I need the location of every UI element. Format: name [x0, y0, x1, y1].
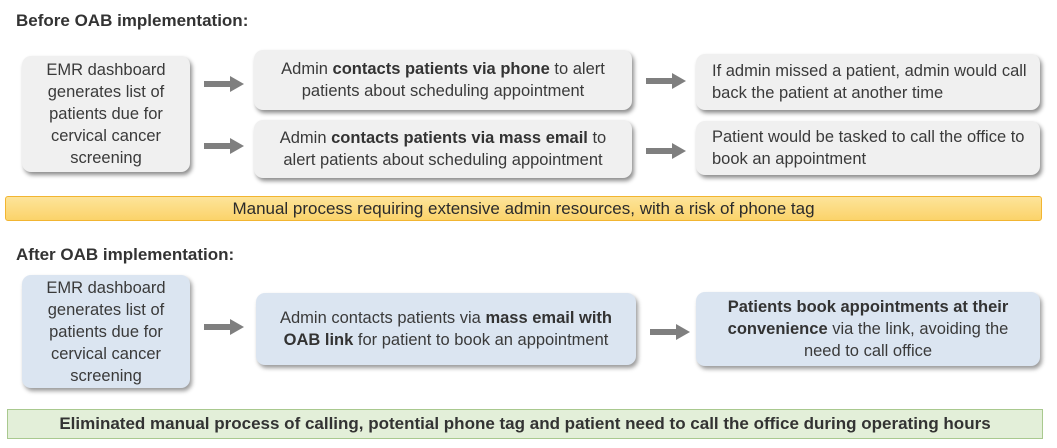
before-email-outcome-text: Patient would be tasked to call the offi… [712, 128, 1025, 168]
before-emr-dashboard-box: EMR dashboard generates list of patients… [22, 56, 190, 172]
before-email-outcome-box: Patient would be tasked to call the offi… [696, 121, 1040, 175]
before-phone-contact-text: Admin contacts patients via phone to ale… [281, 60, 605, 100]
after-heading: After OAB implementation: [16, 245, 235, 264]
arrow-icon [646, 143, 686, 159]
before-phone-outcome-text: If admin missed a patient, admin would c… [712, 62, 1027, 102]
before-emr-dashboard-text: EMR dashboard generates list of patients… [46, 61, 166, 167]
after-emr-dashboard-box: EMR dashboard generates list of patients… [22, 275, 190, 388]
before-phone-outcome-box: If admin missed a patient, admin would c… [696, 54, 1040, 110]
before-summary-banner: Manual process requiring extensive admin… [5, 196, 1042, 221]
before-heading: Before OAB implementation: [16, 11, 249, 30]
after-outcome-box: Patients book appointments at their conv… [696, 292, 1040, 366]
arrow-icon [646, 73, 686, 89]
after-outcome-text: Patients book appointments at their conv… [727, 298, 1009, 360]
after-email-oab-text: Admin contacts patients via mass email w… [280, 309, 612, 349]
after-email-oab-box: Admin contacts patients via mass email w… [256, 293, 636, 365]
before-email-contact-box: Admin contacts patients via mass email t… [254, 120, 632, 178]
before-email-contact-text: Admin contacts patients via mass email t… [279, 129, 607, 169]
arrow-icon [204, 138, 244, 154]
arrow-icon [204, 319, 244, 335]
before-summary-text: Manual process requiring extensive admin… [232, 198, 815, 218]
before-phone-contact-box: Admin contacts patients via phone to ale… [254, 50, 632, 110]
arrow-icon [650, 324, 690, 340]
after-emr-dashboard-text: EMR dashboard generates list of patients… [46, 278, 166, 385]
after-summary-banner: Eliminated manual process of calling, po… [7, 409, 1043, 439]
after-summary-text: Eliminated manual process of calling, po… [59, 414, 991, 433]
arrow-icon [204, 76, 244, 92]
